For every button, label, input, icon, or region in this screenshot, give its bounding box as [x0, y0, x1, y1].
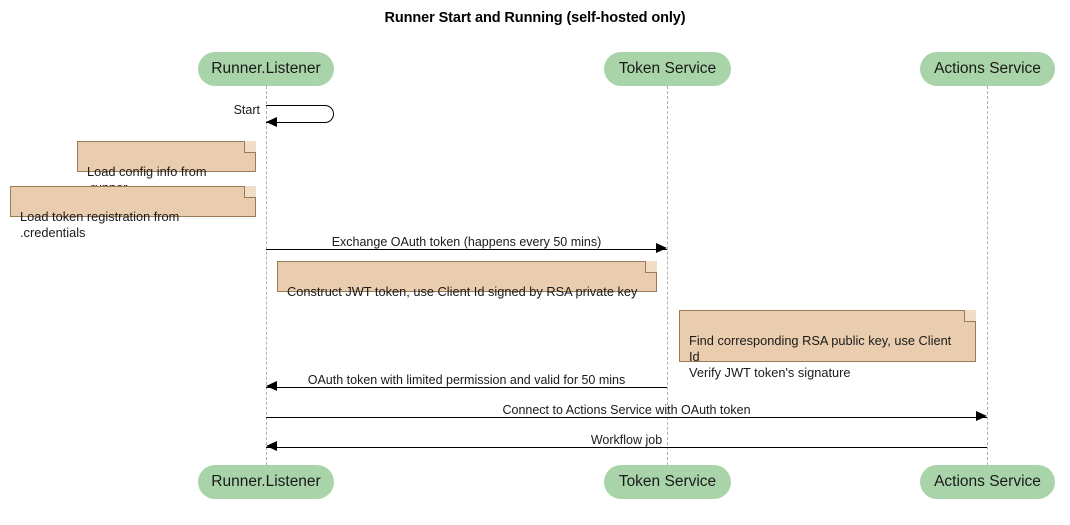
message-connect-actions[interactable]	[266, 417, 987, 418]
message-oauth-token-return-arrowhead	[266, 381, 277, 391]
note-verify-jwt-text: Find corresponding RSA public key, use C…	[689, 333, 952, 380]
participant-token-top-label: Token Service	[618, 60, 717, 77]
message-connect-actions-arrowhead	[976, 411, 987, 421]
participant-actions-bottom[interactable]: Actions Service	[920, 465, 1055, 499]
lifeline-runner	[266, 86, 267, 465]
message-label-start: Start	[233, 103, 260, 117]
participant-token-bottom-label: Token Service	[618, 473, 717, 490]
note-fold-icon	[964, 310, 976, 322]
participant-token-top[interactable]: Token Service	[604, 52, 731, 86]
message-oauth-token-return[interactable]	[266, 387, 667, 388]
note-fold-icon	[244, 141, 256, 153]
participant-actions-bottom-label: Actions Service	[934, 473, 1041, 490]
participant-runner-bottom[interactable]: Runner.Listener	[198, 465, 334, 499]
note-load-config: Load config info from .runner	[77, 141, 256, 195]
message-label-connect-actions: Connect to Actions Service with OAuth to…	[502, 403, 751, 417]
note-construct-jwt-text: Construct JWT token, use Client Id signe…	[287, 284, 638, 299]
message-label-exchange-oauth: Exchange OAuth token (happens every 50 m…	[331, 235, 602, 249]
message-workflow-job-arrowhead	[266, 441, 277, 451]
diagram-title: Runner Start and Running (self-hosted on…	[384, 10, 686, 26]
message-exchange-oauth[interactable]	[266, 249, 667, 250]
message-start-selfloop[interactable]	[266, 105, 334, 123]
note-fold-icon	[645, 261, 657, 273]
participant-token-bottom[interactable]: Token Service	[604, 465, 731, 499]
participant-actions-top-label: Actions Service	[934, 60, 1041, 77]
note-construct-jwt: Construct JWT token, use Client Id signe…	[277, 261, 657, 299]
note-fold-icon	[244, 186, 256, 198]
message-label-workflow-job: Workflow job	[590, 433, 663, 447]
note-load-token-text: Load token registration from .credential…	[20, 209, 180, 240]
lifeline-actions	[987, 86, 988, 465]
participant-actions-top[interactable]: Actions Service	[920, 52, 1055, 86]
message-exchange-oauth-arrowhead	[656, 243, 667, 253]
note-verify-jwt: Find corresponding RSA public key, use C…	[679, 310, 976, 380]
participant-runner-bottom-label: Runner.Listener	[211, 473, 321, 490]
note-load-token: Load token registration from .credential…	[10, 186, 256, 240]
participant-runner-top-label: Runner.Listener	[211, 60, 321, 77]
message-workflow-job[interactable]	[266, 447, 987, 448]
message-label-oauth-token-return: OAuth token with limited permission and …	[307, 373, 626, 387]
message-start-arrowhead	[266, 117, 277, 127]
participant-runner-top[interactable]: Runner.Listener	[198, 52, 334, 86]
lifeline-token	[667, 86, 668, 465]
